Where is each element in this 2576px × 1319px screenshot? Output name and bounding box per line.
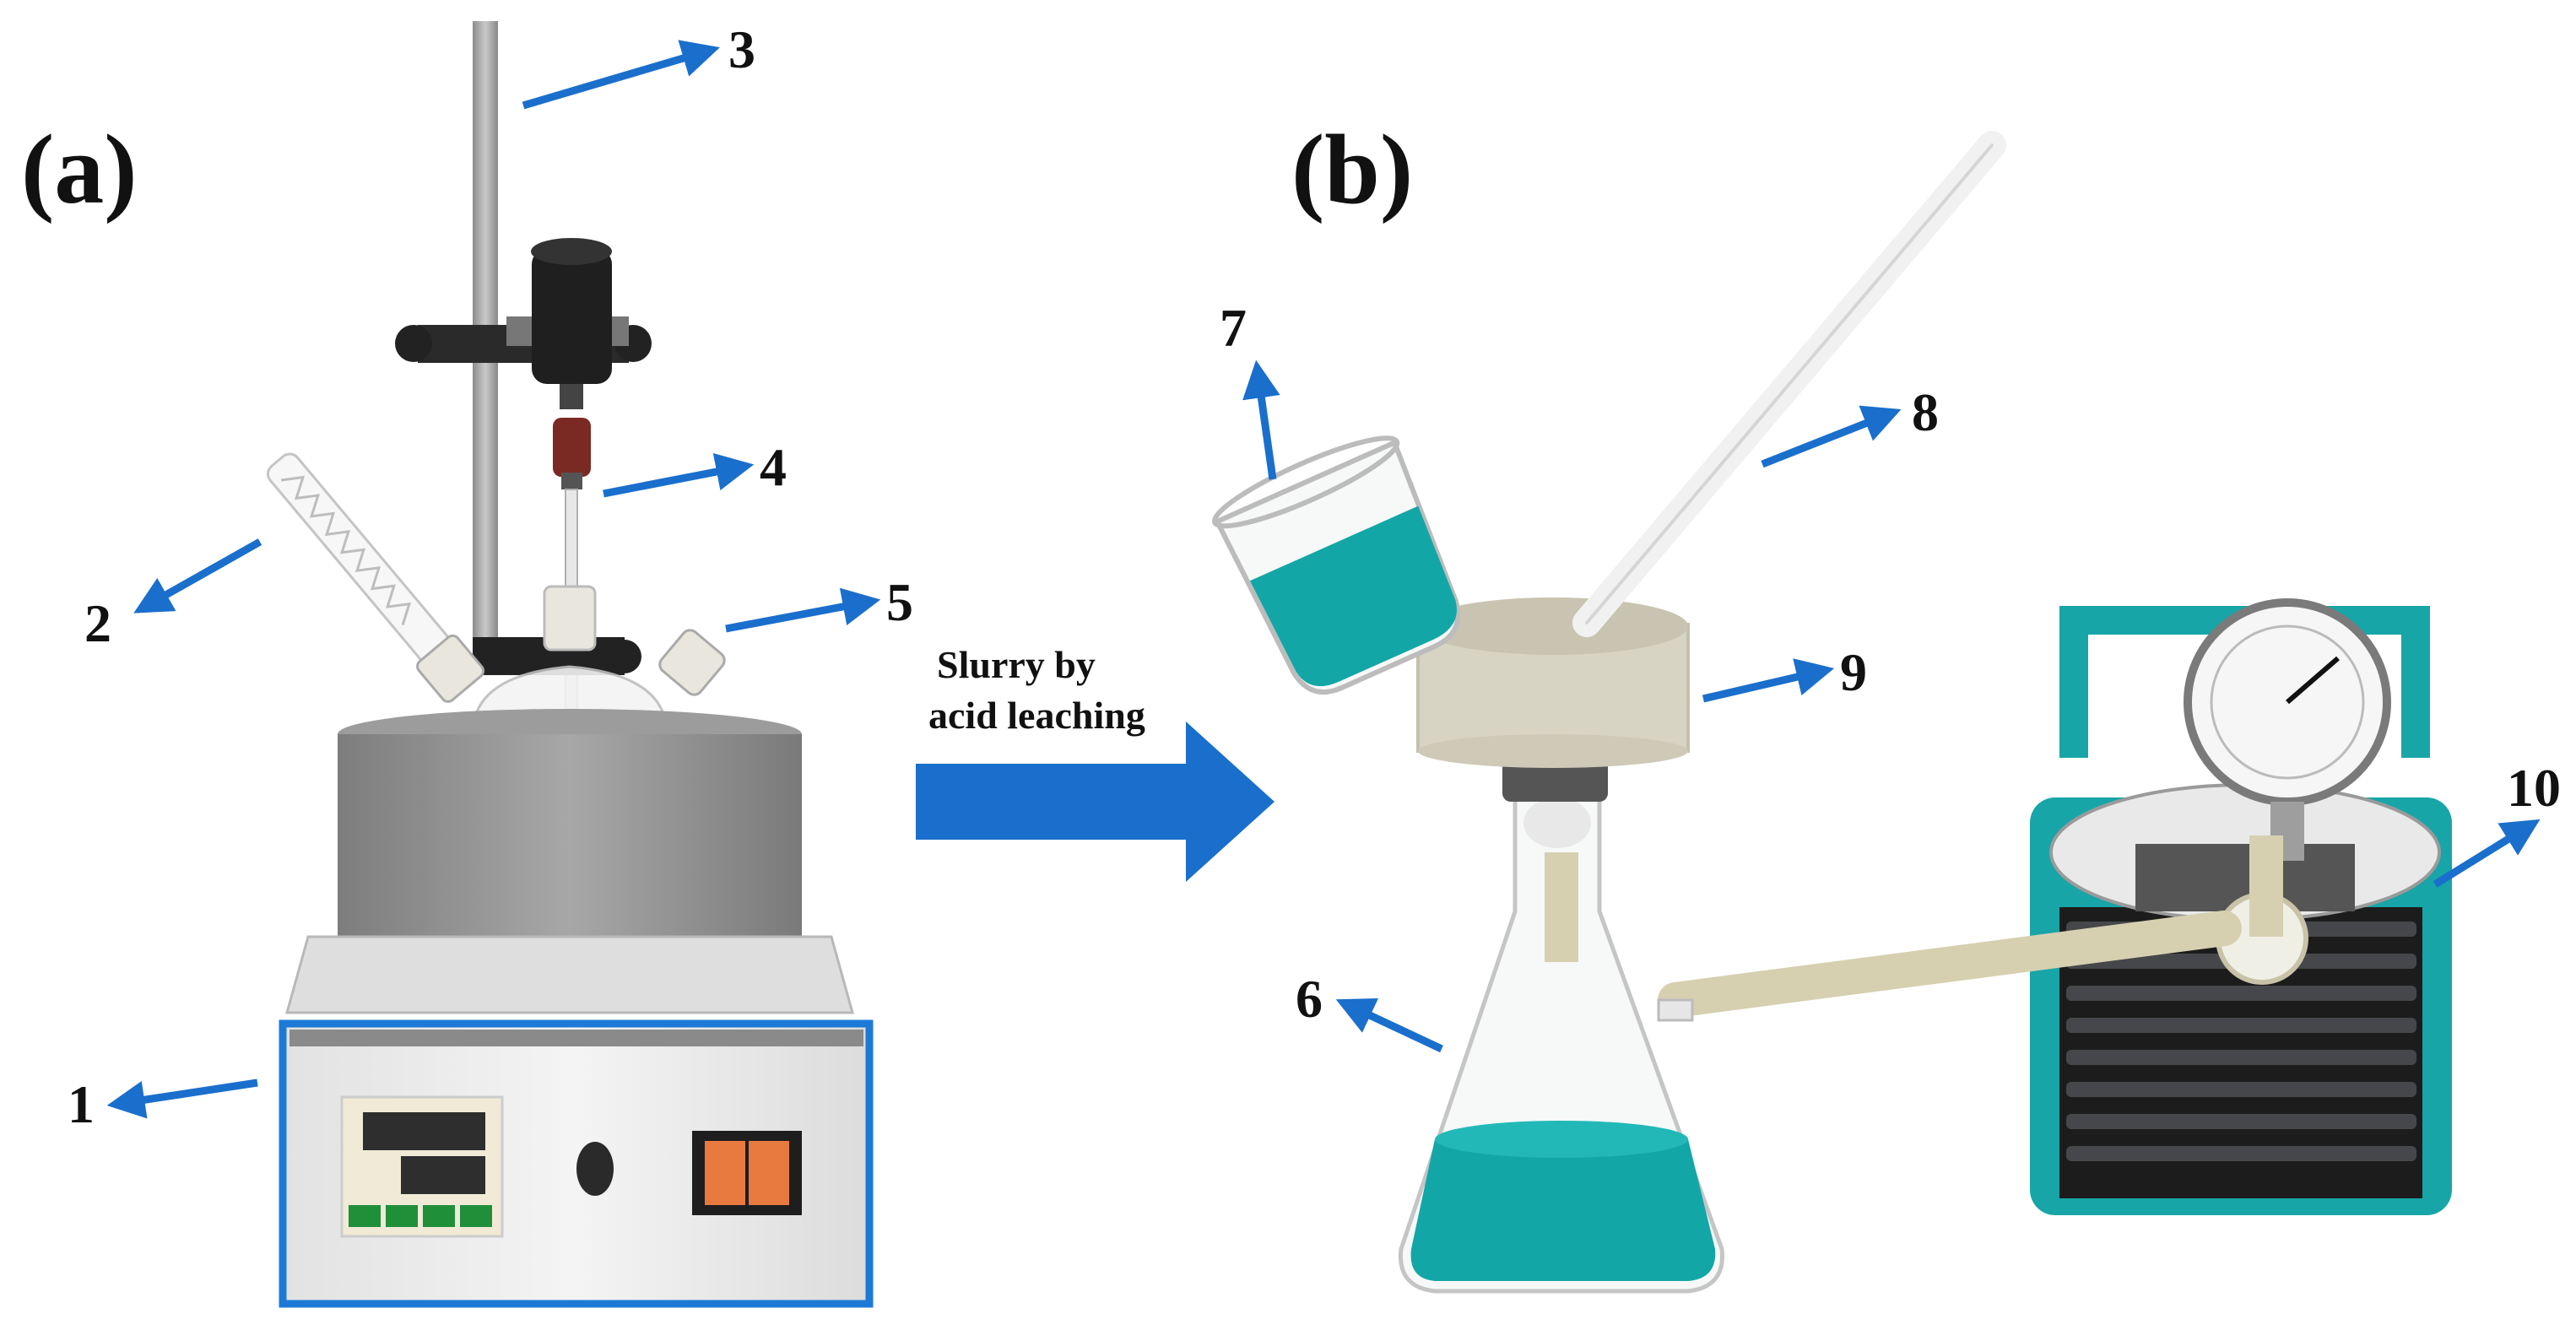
- callout-arrow-7: [1242, 359, 1280, 480]
- leachate-solution: [1250, 505, 1457, 687]
- stirrer-coupling: [553, 418, 591, 477]
- callout-arrow-3: [522, 40, 720, 110]
- callout-3: 3: [728, 19, 755, 79]
- callout-9: 9: [1840, 642, 1867, 702]
- callout-4: 4: [760, 437, 787, 497]
- process-label-line2: acid leaching: [928, 694, 1145, 737]
- callout-7: 7: [1220, 298, 1247, 358]
- callout-10: 10: [2507, 758, 2561, 818]
- beaker: [1211, 435, 1461, 695]
- vacuum-pump: [2030, 598, 2452, 1215]
- callout-8: 8: [1912, 382, 1939, 442]
- callout-1: 1: [68, 1074, 95, 1134]
- callout-arrow-9: [1702, 658, 1835, 703]
- vacuum-hose: [1658, 911, 2242, 1018]
- buchner-funnel: [1416, 597, 1690, 768]
- heating-stirrer-assembly: [266, 21, 874, 1308]
- callout-arrow-4: [603, 452, 755, 498]
- filter-flask: [1399, 787, 1724, 1294]
- control-knob: [576, 1142, 614, 1196]
- process-arrow: [916, 722, 1274, 882]
- callout-arrow-6: [1335, 998, 1443, 1053]
- callout-arrow-8: [1761, 405, 1902, 468]
- process-label-line1: Slurry by: [937, 643, 1096, 686]
- panel-b-label: (b): [1291, 114, 1413, 224]
- side-neck-stopper: [658, 629, 726, 696]
- stirring-motor: [532, 249, 612, 384]
- vacuum-filtration-assembly: [1211, 131, 2452, 1294]
- callout-arrow-1: [106, 1078, 258, 1119]
- reflux-condenser: [266, 452, 485, 703]
- callout-arrow-5: [725, 587, 881, 633]
- panel-a-label: (a): [21, 114, 138, 224]
- callout-5: 5: [886, 572, 913, 632]
- callout-6: 6: [1296, 969, 1323, 1029]
- callout-2: 2: [84, 593, 111, 653]
- callout-arrow-10: [2433, 819, 2541, 888]
- hot-plate-top: [285, 935, 854, 1014]
- filtrate-solution: [1410, 1139, 1716, 1281]
- callout-arrow-2: [133, 538, 262, 614]
